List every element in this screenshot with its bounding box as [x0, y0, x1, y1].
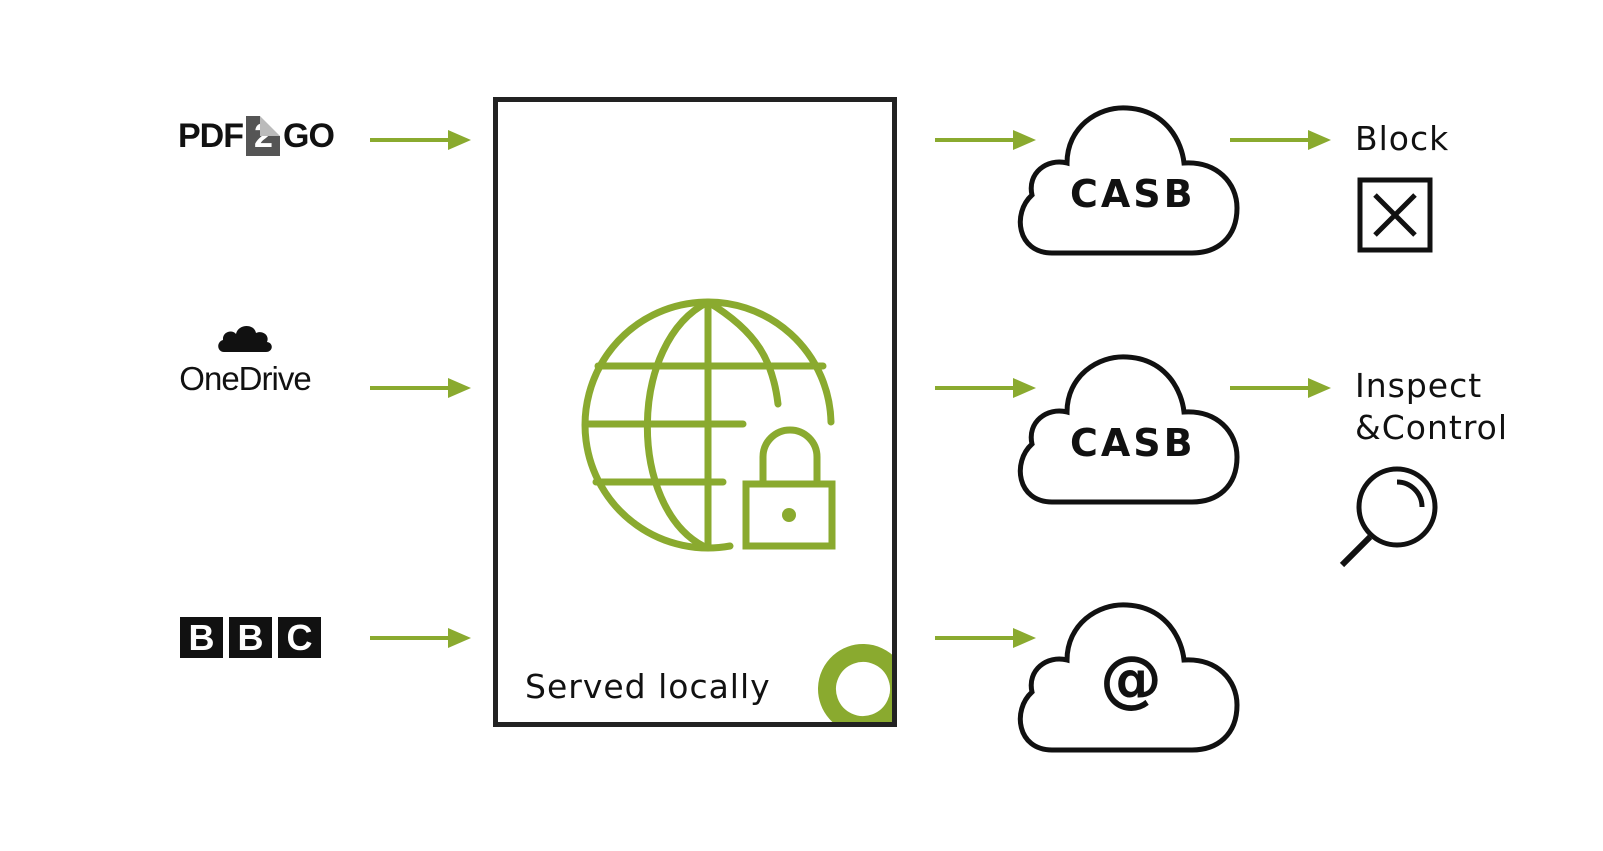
arrow-box-to-cloud-3	[935, 628, 1036, 648]
pdf2go-logo: PDF 2 GO	[178, 112, 335, 160]
served-locally-label: Served locally	[525, 667, 771, 706]
arrow-bbc-to-box	[370, 628, 471, 648]
casb-label-1: CASB	[1070, 172, 1196, 216]
control-label: &Control	[1355, 408, 1509, 447]
casb-label-2: CASB	[1070, 421, 1196, 465]
bbc-letter-1: B	[180, 617, 223, 658]
brand-ring-logo	[818, 644, 892, 722]
email-cloud	[1017, 602, 1240, 753]
local-server-box	[493, 97, 897, 727]
casb-cloud-1	[1017, 105, 1240, 256]
bbc-letter-2: B	[229, 617, 272, 658]
arrow-onedrive-to-box	[370, 378, 471, 398]
magnifier-icon	[1339, 466, 1438, 568]
pdf2go-logo-left: PDF	[178, 116, 244, 155]
pdf2go-logo-right: GO	[283, 116, 335, 155]
inspect-label: Inspect	[1355, 366, 1483, 405]
close-box-icon	[1357, 177, 1433, 253]
arrow-box-to-cloud-2	[935, 378, 1036, 398]
onedrive-cloud-icon	[218, 325, 272, 352]
bbc-letter-3: C	[278, 617, 321, 658]
at-sign-icon: @	[1100, 642, 1162, 715]
block-label: Block	[1355, 119, 1450, 158]
bbc-logo: B B C	[180, 617, 321, 658]
onedrive-label: OneDrive	[179, 360, 311, 397]
globe-lock-icon	[581, 298, 836, 552]
arrow-box-to-cloud-1	[935, 130, 1036, 150]
pdf2go-logo-number: 2	[246, 116, 280, 156]
arrow-cloud-2-to-inspect	[1230, 378, 1331, 398]
casb-cloud-2	[1017, 354, 1240, 505]
onedrive-logo: OneDrive	[170, 320, 320, 398]
arrow-pdf2go-to-box	[370, 130, 471, 150]
arrow-cloud-1-to-block	[1230, 130, 1331, 150]
